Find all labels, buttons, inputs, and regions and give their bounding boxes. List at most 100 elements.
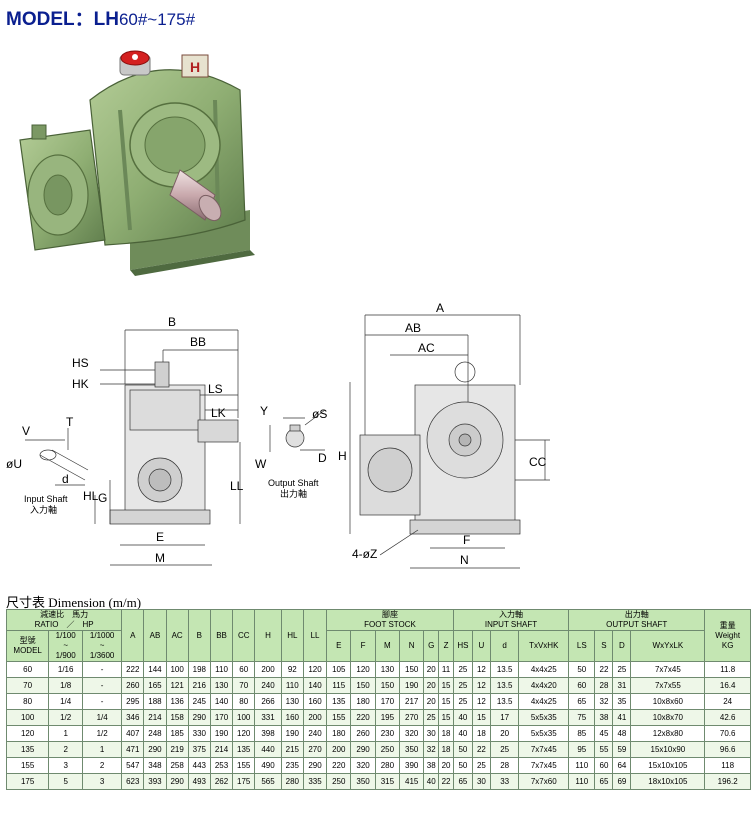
table-cell: 120 bbox=[350, 661, 376, 678]
table-cell: 38 bbox=[594, 709, 614, 726]
table-cell: 70 bbox=[232, 677, 256, 694]
table-cell: 315 bbox=[374, 773, 401, 790]
table-cell: 330 bbox=[187, 725, 211, 742]
table-cell: 4x4x20 bbox=[518, 677, 570, 694]
table-cell: 75 bbox=[568, 709, 596, 726]
table-cell: 290 bbox=[350, 741, 376, 758]
col-LL: LL bbox=[302, 609, 328, 662]
col-A: A bbox=[121, 609, 145, 662]
table-cell: 110 bbox=[568, 757, 596, 774]
table-cell: 190 bbox=[399, 677, 425, 694]
table-cell: 4x4x25 bbox=[518, 661, 570, 678]
table-cell: 1 bbox=[48, 725, 84, 742]
dim-LS: LS bbox=[208, 382, 223, 396]
col-E: E bbox=[326, 630, 352, 662]
col-N: N bbox=[399, 630, 425, 662]
table-cell: 258 bbox=[165, 757, 189, 774]
table-cell: 1/2 bbox=[82, 725, 123, 742]
table-cell: 348 bbox=[143, 757, 167, 774]
table-cell: 5 bbox=[48, 773, 84, 790]
table-cell: 350 bbox=[399, 741, 425, 758]
table-cell: 375 bbox=[187, 741, 211, 758]
table-cell: 48 bbox=[612, 725, 632, 742]
dim-HK: HK bbox=[72, 377, 89, 391]
dim-D: D bbox=[318, 451, 327, 465]
table-cell: 15 bbox=[438, 693, 454, 710]
table-cell: 407 bbox=[121, 725, 145, 742]
table-cell: 493 bbox=[187, 773, 211, 790]
table-cell: 320 bbox=[350, 757, 376, 774]
table-cell: 60 bbox=[5, 661, 50, 678]
table-cell: 160 bbox=[302, 693, 328, 710]
foot-stock-header-en: FOOT STOCK bbox=[364, 620, 416, 629]
table-cell: 7x7x60 bbox=[518, 773, 570, 790]
table-cell: 245 bbox=[187, 693, 211, 710]
table-cell: 18 bbox=[438, 741, 454, 758]
table-cell: 100 bbox=[165, 661, 189, 678]
input-shaft-caption-cn: 入力軸 bbox=[30, 504, 57, 515]
table-cell: 150 bbox=[399, 661, 425, 678]
table-cell: 80 bbox=[232, 693, 256, 710]
table-cell: 175 bbox=[5, 773, 50, 790]
table-cell: 40 bbox=[452, 709, 473, 726]
table-cell: 12x8x80 bbox=[630, 725, 706, 742]
table-cell: 15x10x90 bbox=[630, 741, 706, 758]
col-H: H bbox=[254, 609, 282, 662]
model-label: MODEL： bbox=[6, 9, 94, 30]
table-cell: 3 bbox=[48, 757, 84, 774]
dim-W: W bbox=[255, 457, 267, 471]
table-cell: 105 bbox=[326, 661, 352, 678]
table-cell: 15x10x105 bbox=[630, 757, 706, 774]
table-cell: 215 bbox=[280, 741, 304, 758]
table-cell: 155 bbox=[5, 757, 50, 774]
table-cell: 65 bbox=[594, 773, 614, 790]
table-cell: 100 bbox=[232, 709, 256, 726]
table-cell: 135 bbox=[5, 741, 50, 758]
col-AB: AB bbox=[143, 609, 167, 662]
input-shaft-header: 入力軸 INPUT SHAFT bbox=[452, 609, 570, 631]
table-cell: 25 bbox=[423, 709, 440, 726]
col-HL: HL bbox=[280, 609, 304, 662]
table-cell: 135 bbox=[232, 741, 256, 758]
table-cell: 32 bbox=[594, 693, 614, 710]
dim-BB: BB bbox=[190, 335, 206, 349]
table-cell: 190 bbox=[209, 725, 234, 742]
table-cell: 28 bbox=[489, 757, 520, 774]
table-cell: 290 bbox=[187, 709, 211, 726]
table-cell: 220 bbox=[326, 757, 352, 774]
table-cell: 13.5 bbox=[489, 677, 520, 694]
table-cell: 42.6 bbox=[704, 709, 751, 726]
table-cell: 170 bbox=[209, 709, 234, 726]
table-cell: 18 bbox=[471, 725, 491, 742]
table-cell: 25 bbox=[452, 693, 473, 710]
table-cell: 60 bbox=[568, 677, 596, 694]
table-cell: 24 bbox=[704, 693, 751, 710]
table-cell: 41 bbox=[612, 709, 632, 726]
table-cell: 398 bbox=[254, 725, 282, 742]
table-cell: 3 bbox=[82, 773, 123, 790]
ratio-hp-header-cn: 減速比 馬力 bbox=[40, 610, 89, 620]
table-cell: 250 bbox=[326, 773, 352, 790]
hp-range-header: 1/1000 ~ 1/3600 bbox=[82, 630, 123, 662]
output-shaft-caption-cn: 出力軸 bbox=[280, 488, 307, 499]
output-shaft-caption-en: Output Shaft bbox=[268, 478, 319, 488]
output-shaft-header-cn: 出力軸 bbox=[624, 610, 649, 620]
table-cell: 290 bbox=[165, 773, 189, 790]
table-cell: 216 bbox=[187, 677, 211, 694]
table-cell: 25 bbox=[452, 661, 473, 678]
table-cell: 45 bbox=[594, 725, 614, 742]
table-cell: 350 bbox=[350, 773, 376, 790]
table-cell: 25 bbox=[489, 741, 520, 758]
table-cell: 214 bbox=[143, 709, 167, 726]
dim-H: H bbox=[338, 449, 347, 463]
table-cell: 38 bbox=[423, 757, 440, 774]
table-cell: 1/4 bbox=[48, 693, 84, 710]
table-cell: 25 bbox=[471, 757, 491, 774]
col-S: S bbox=[594, 630, 614, 662]
dim-Z: 4-øZ bbox=[352, 547, 377, 561]
table-cell: 92 bbox=[280, 661, 304, 678]
